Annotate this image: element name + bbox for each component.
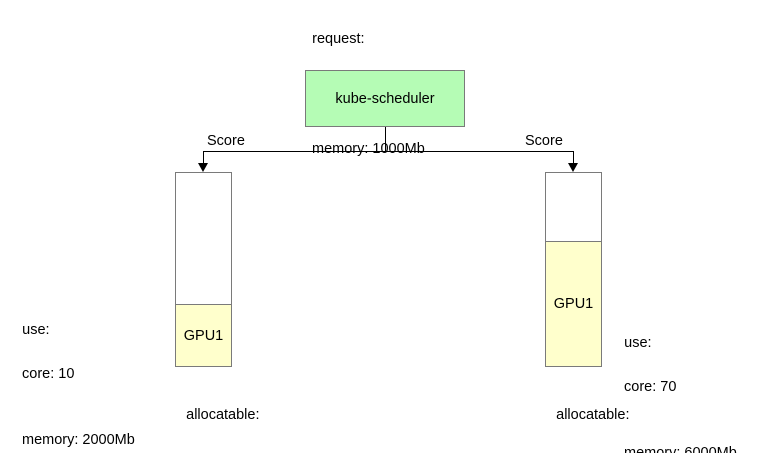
- scheduler-stem-line: [385, 127, 386, 152]
- allocatable-annotation-left: allocatable: core: 100 memory: 8000Mb: [170, 382, 299, 453]
- score-label-right: Score: [525, 133, 563, 149]
- use-label-left: use:: [22, 322, 50, 338]
- use-memory-right: memory: 6000Mb: [624, 445, 737, 453]
- gpu-node-left-label: GPU1: [183, 327, 224, 344]
- allocatable-label-right: allocatable:: [556, 407, 630, 423]
- score-label-left: Score: [207, 133, 245, 149]
- request-label: request:: [312, 31, 365, 47]
- score-right-drop-line: [573, 151, 574, 164]
- use-annotation-left: use: core: 10 memory: 2000Mb: [6, 297, 135, 453]
- score-left-arrowhead-icon: [198, 163, 208, 172]
- score-right-arrowhead-icon: [568, 163, 578, 172]
- kube-scheduler-label: kube-scheduler: [335, 90, 435, 107]
- use-core-left: core: 10: [22, 366, 75, 382]
- gpu-node-right-label: GPU1: [553, 296, 594, 312]
- allocatable-core-right: core: 100: [540, 448, 669, 453]
- use-annotation-right: use: core: 70 memory: 6000Mb: [608, 310, 737, 453]
- allocatable-label-left: allocatable:: [186, 407, 260, 423]
- allocatable-annotation-right: allocatable: core: 100 memory: 8000Mb: [540, 382, 669, 453]
- allocatable-core-left: core: 100: [170, 448, 299, 453]
- use-memory-left: memory: 2000Mb: [22, 432, 135, 448]
- use-core-right: core: 70: [624, 379, 677, 395]
- kube-scheduler-node[interactable]: kube-scheduler: [305, 70, 465, 127]
- score-bus-line: [203, 151, 574, 152]
- score-left-drop-line: [203, 151, 204, 164]
- request-memory: memory: 1000Mb: [312, 141, 425, 157]
- use-label-right: use:: [624, 335, 652, 351]
- gpu-node-left-used-fill: GPU1: [175, 304, 232, 367]
- gpu-node-right-used-fill: GPU1: [545, 241, 602, 367]
